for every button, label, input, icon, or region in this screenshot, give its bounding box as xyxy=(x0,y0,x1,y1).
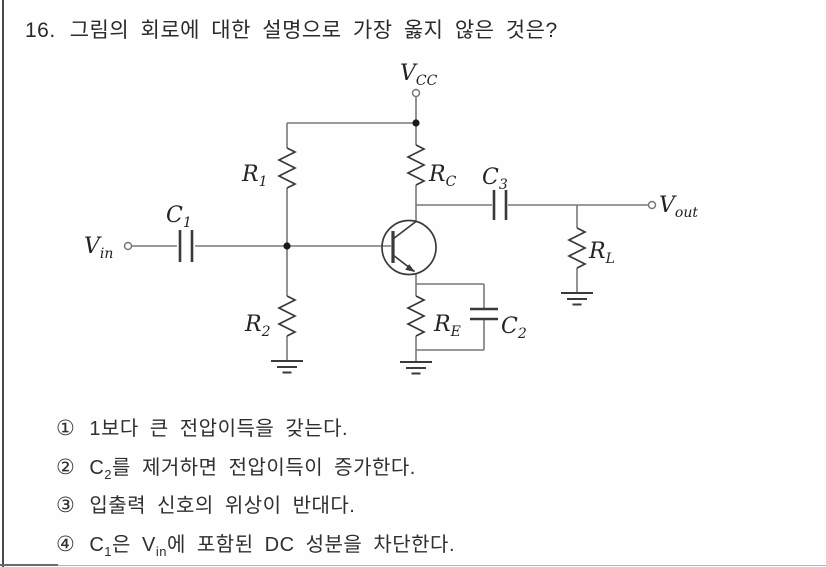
wires xyxy=(132,96,649,361)
choice-2-text: C2를 제거하면 전압이득이 증가한다. xyxy=(89,457,416,482)
label-c3: C3 xyxy=(482,165,508,193)
choice-2-number: ② xyxy=(56,456,76,479)
transistor-body xyxy=(381,219,437,276)
junction-dot xyxy=(283,242,291,250)
resistor-re xyxy=(406,295,426,337)
page-bottom-border xyxy=(0,565,826,566)
choice-3-number: ③ xyxy=(56,494,76,517)
transistor-npn xyxy=(381,219,437,276)
label-r2: R2 xyxy=(244,312,271,340)
capacitor-c2 xyxy=(470,307,498,321)
label-c2: C2 xyxy=(501,314,527,342)
choice-1-number: ① xyxy=(56,417,76,440)
question-number: 16. xyxy=(25,19,56,42)
ground-symbol xyxy=(561,292,593,306)
label-rc: RC xyxy=(428,162,457,190)
question-title: 16. 그림의 회로에 대한 설명으로 가장 옳지 않은 것은? xyxy=(25,14,805,44)
capacitor-c1 xyxy=(178,230,194,262)
question-text: 그림의 회로에 대한 설명으로 가장 옳지 않은 것은? xyxy=(69,19,558,42)
vcc-terminal xyxy=(411,88,421,98)
transistor-collector-lead xyxy=(392,220,417,240)
page-left-border xyxy=(2,0,4,567)
emitter-arrow xyxy=(405,264,415,272)
ground-symbol xyxy=(400,361,432,375)
vout-terminal xyxy=(647,200,657,210)
label-c1: C1 xyxy=(166,203,192,231)
choice-2: ② C2를 제거하면 전압이득이 증가한다. xyxy=(56,451,416,482)
choice-3: ③ 입출력 신호의 위상이 반대다. xyxy=(56,489,355,518)
label-rl: RL xyxy=(588,239,615,267)
choice-4-number: ④ xyxy=(56,533,76,556)
ground-symbol xyxy=(271,360,303,374)
vin-terminal xyxy=(123,241,133,251)
label-r1: R1 xyxy=(241,162,268,190)
circuit-diagram: VCC Vin Vout R1 R2 RC RL RE C1 C2 C3 xyxy=(84,61,698,375)
resistor-rc xyxy=(406,144,426,186)
label-vout: Vout xyxy=(659,193,698,221)
label-re: RE xyxy=(433,312,461,340)
choice-4: ④ C1은 Vin에 포함된 DC 성분을 차단한다. xyxy=(56,528,456,559)
label-vcc: VCC xyxy=(400,61,438,89)
page-bottom-border-segment xyxy=(0,564,58,566)
choice-1-text: 1보다 큰 전압이득을 갖는다. xyxy=(89,418,349,440)
resistor-r1 xyxy=(277,147,297,189)
junction-dot xyxy=(412,119,420,127)
resistor-r2 xyxy=(277,295,297,337)
choice-1: ① 1보다 큰 전압이득을 갖는다. xyxy=(56,412,348,441)
label-vin: Vin xyxy=(84,234,113,262)
choice-4-text: C1은 Vin에 포함된 DC 성분을 차단한다. xyxy=(89,534,456,559)
capacitor-c3 xyxy=(492,190,508,220)
choice-3-text: 입출력 신호의 위상이 반대다. xyxy=(89,495,356,517)
resistor-rl xyxy=(567,227,587,269)
